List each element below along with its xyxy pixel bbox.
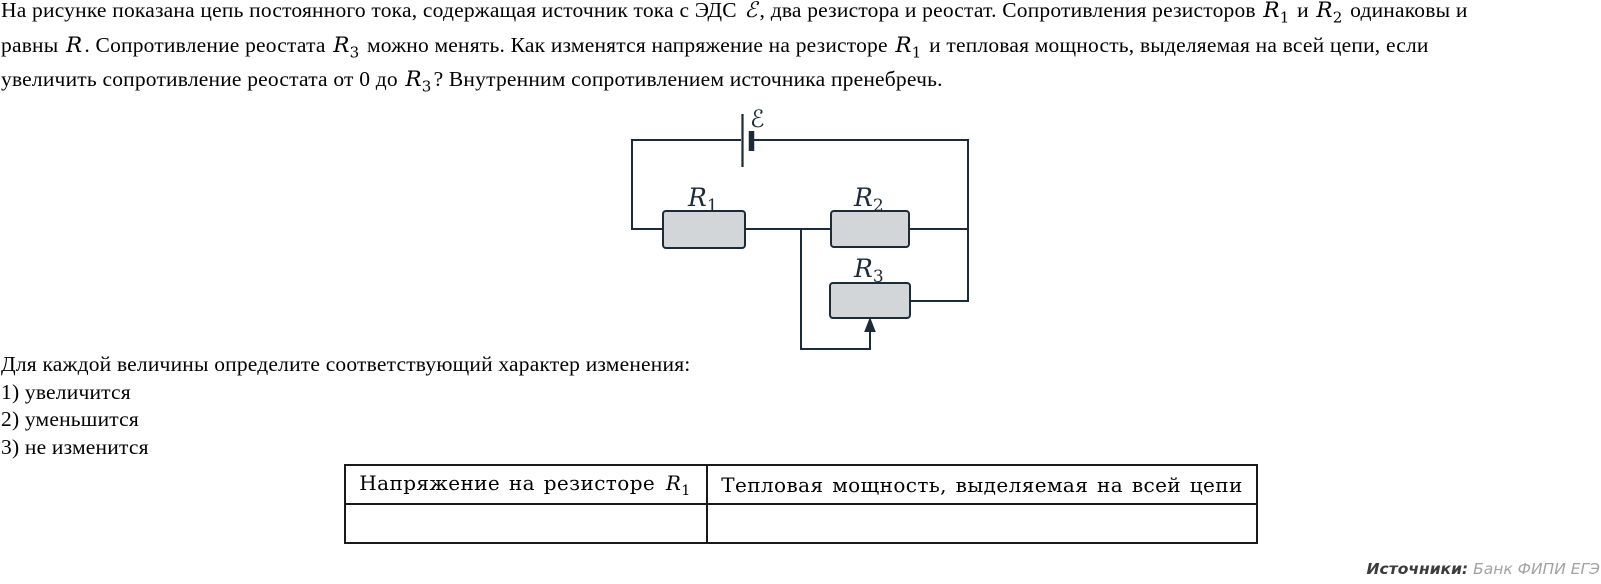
change-options-block: Для каждой величины определите соответст…	[1, 351, 1601, 461]
problem-statement: На рисунке показана цепь постоянного ток…	[1, 0, 1601, 101]
circuit-figure: ℰ R1 R2 R3	[600, 95, 1000, 360]
change-option-2: 2) уменьшится	[1, 407, 139, 432]
source-name: Банк ФИПИ ЕГЭ	[1468, 560, 1600, 578]
header-cell-voltage-r1: Напряжение на резисторе R1	[344, 464, 708, 505]
resistor-r2-box	[830, 210, 910, 248]
change-option-3: 3) не изменится	[1, 434, 149, 459]
problem-line-3: увеличить сопротивление реостата от 0 до…	[1, 67, 943, 96]
emf-label: ℰ	[750, 105, 765, 133]
rheostat-r3-label: R3	[853, 254, 884, 287]
table-header-row: Напряжение на резисторе R1 Тепловая мощн…	[344, 464, 1258, 505]
change-prompt: Для каждой величины определите соответст…	[1, 352, 691, 376]
change-option-1: 1) увеличится	[1, 379, 131, 404]
circuit-wires	[631, 139, 969, 350]
resistor-r1-label: R1	[687, 183, 718, 216]
rheostat-r3-box	[829, 282, 911, 319]
answer-table: Напряжение на резисторе R1 Тепловая мощн…	[344, 464, 1258, 544]
rheostat-arrow-icon	[864, 317, 876, 332]
emf-source-icon	[741, 114, 755, 167]
problem-line-2: равны R. Сопротивление реостата R3 можно…	[1, 32, 1429, 61]
resistor-r2-label: R2	[853, 183, 884, 216]
table-answer-row	[344, 503, 1258, 544]
problem-line-1: На рисунке показана цепь постоянного ток…	[1, 0, 1468, 27]
answer-cell-voltage-r1[interactable]	[344, 503, 708, 544]
circuit-svg: ℰ R1 R2 R3	[631, 105, 969, 350]
source-attribution: Источники: Банк ФИПИ ЕГЭ	[1367, 560, 1600, 578]
answer-cell-total-power[interactable]	[706, 503, 1258, 544]
source-label: Источники:	[1366, 560, 1469, 578]
header-cell-total-power: Тепловая мощность, выделяемая на всей це…	[706, 464, 1258, 505]
resistor-r1-box	[662, 210, 746, 249]
